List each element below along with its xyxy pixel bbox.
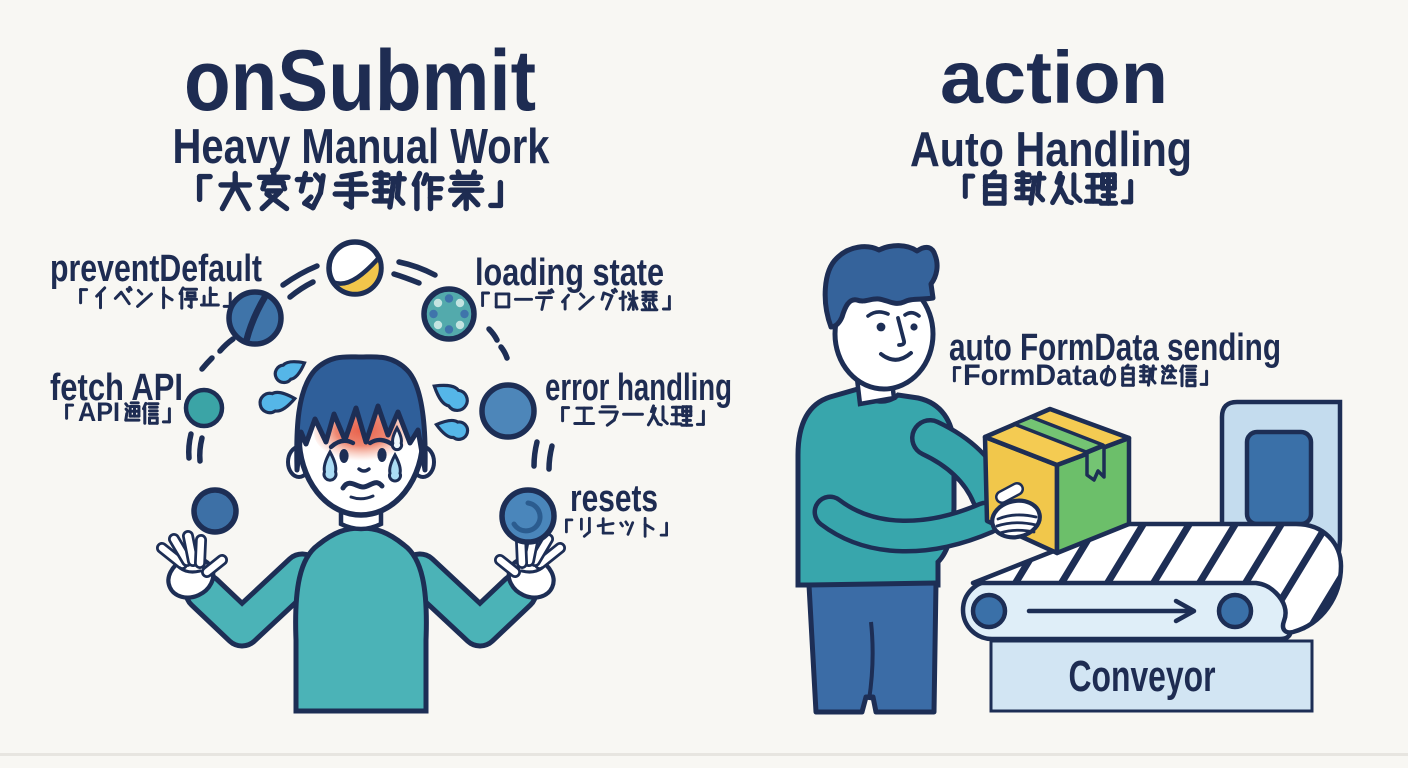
svg-text:Auto Handling: Auto Handling [910, 123, 1192, 177]
svg-text:loading state: loading state [475, 252, 664, 294]
svg-text:preventDefault: preventDefault [50, 248, 262, 290]
svg-text:action: action [940, 36, 1168, 119]
svg-text:resets: resets [570, 478, 658, 520]
svg-text:Conveyor: Conveyor [1069, 652, 1216, 701]
svg-text:Heavy Manual Work: Heavy Manual Work [173, 120, 551, 174]
svg-text:error handling: error handling [545, 367, 732, 409]
svg-text:onSubmit: onSubmit [184, 33, 536, 129]
svg-text:fetch API: fetch API [50, 367, 183, 409]
svg-text:FormData: FormData [963, 359, 1098, 392]
svg-text:auto FormData sending: auto FormData sending [949, 327, 1281, 369]
svg-text:API: API [78, 397, 120, 427]
